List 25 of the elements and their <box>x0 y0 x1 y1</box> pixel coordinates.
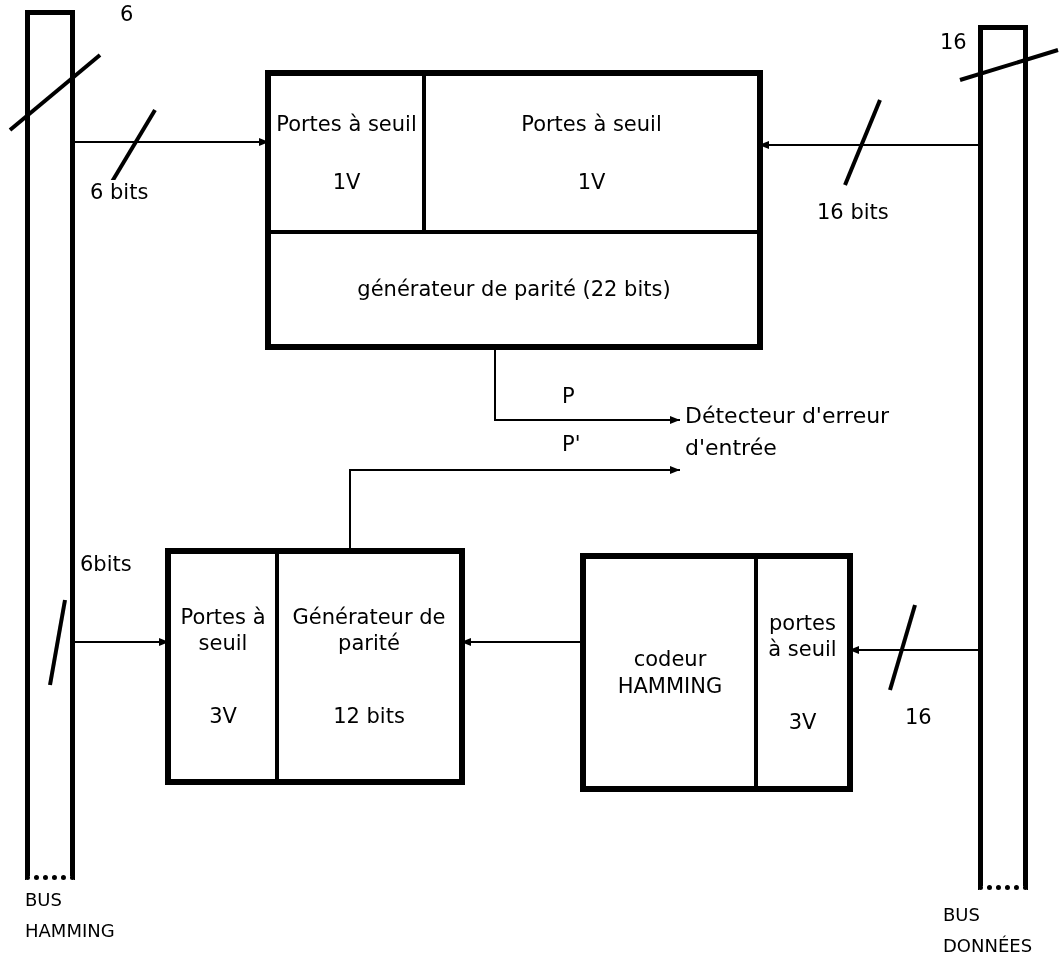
bus-label: BUS DONNÉES <box>943 903 1034 958</box>
block-text: Portes à seuil <box>276 111 417 138</box>
block-box <box>165 548 465 785</box>
block-text: 12 bits <box>333 702 405 729</box>
block-text: portes à seuil <box>767 609 838 663</box>
block-text: générateur de parité (22 bits) <box>357 275 671 303</box>
block-text: 3V <box>788 709 817 736</box>
block-text: 3V <box>209 702 237 729</box>
block-text: Portes à seuil <box>179 604 267 657</box>
bus-label: BUS HAMMING <box>25 888 116 943</box>
block-cell <box>424 74 759 232</box>
block-cell <box>756 557 849 788</box>
block-box <box>580 553 853 792</box>
block-text: Portes à seuil <box>521 111 662 138</box>
block-cell <box>277 552 461 781</box>
output-label: Détecteur d'erreur d'entrée <box>685 402 891 462</box>
block-cell <box>269 232 759 346</box>
block-cell <box>584 557 756 788</box>
block-text: 1V <box>577 168 606 195</box>
block-cell <box>169 552 277 781</box>
block-text: Générateur de parité <box>291 604 447 657</box>
block-cell <box>269 74 424 232</box>
block-text: codeur HAMMING <box>616 646 724 699</box>
block-text: 1V <box>332 168 361 195</box>
block-box <box>265 70 763 350</box>
